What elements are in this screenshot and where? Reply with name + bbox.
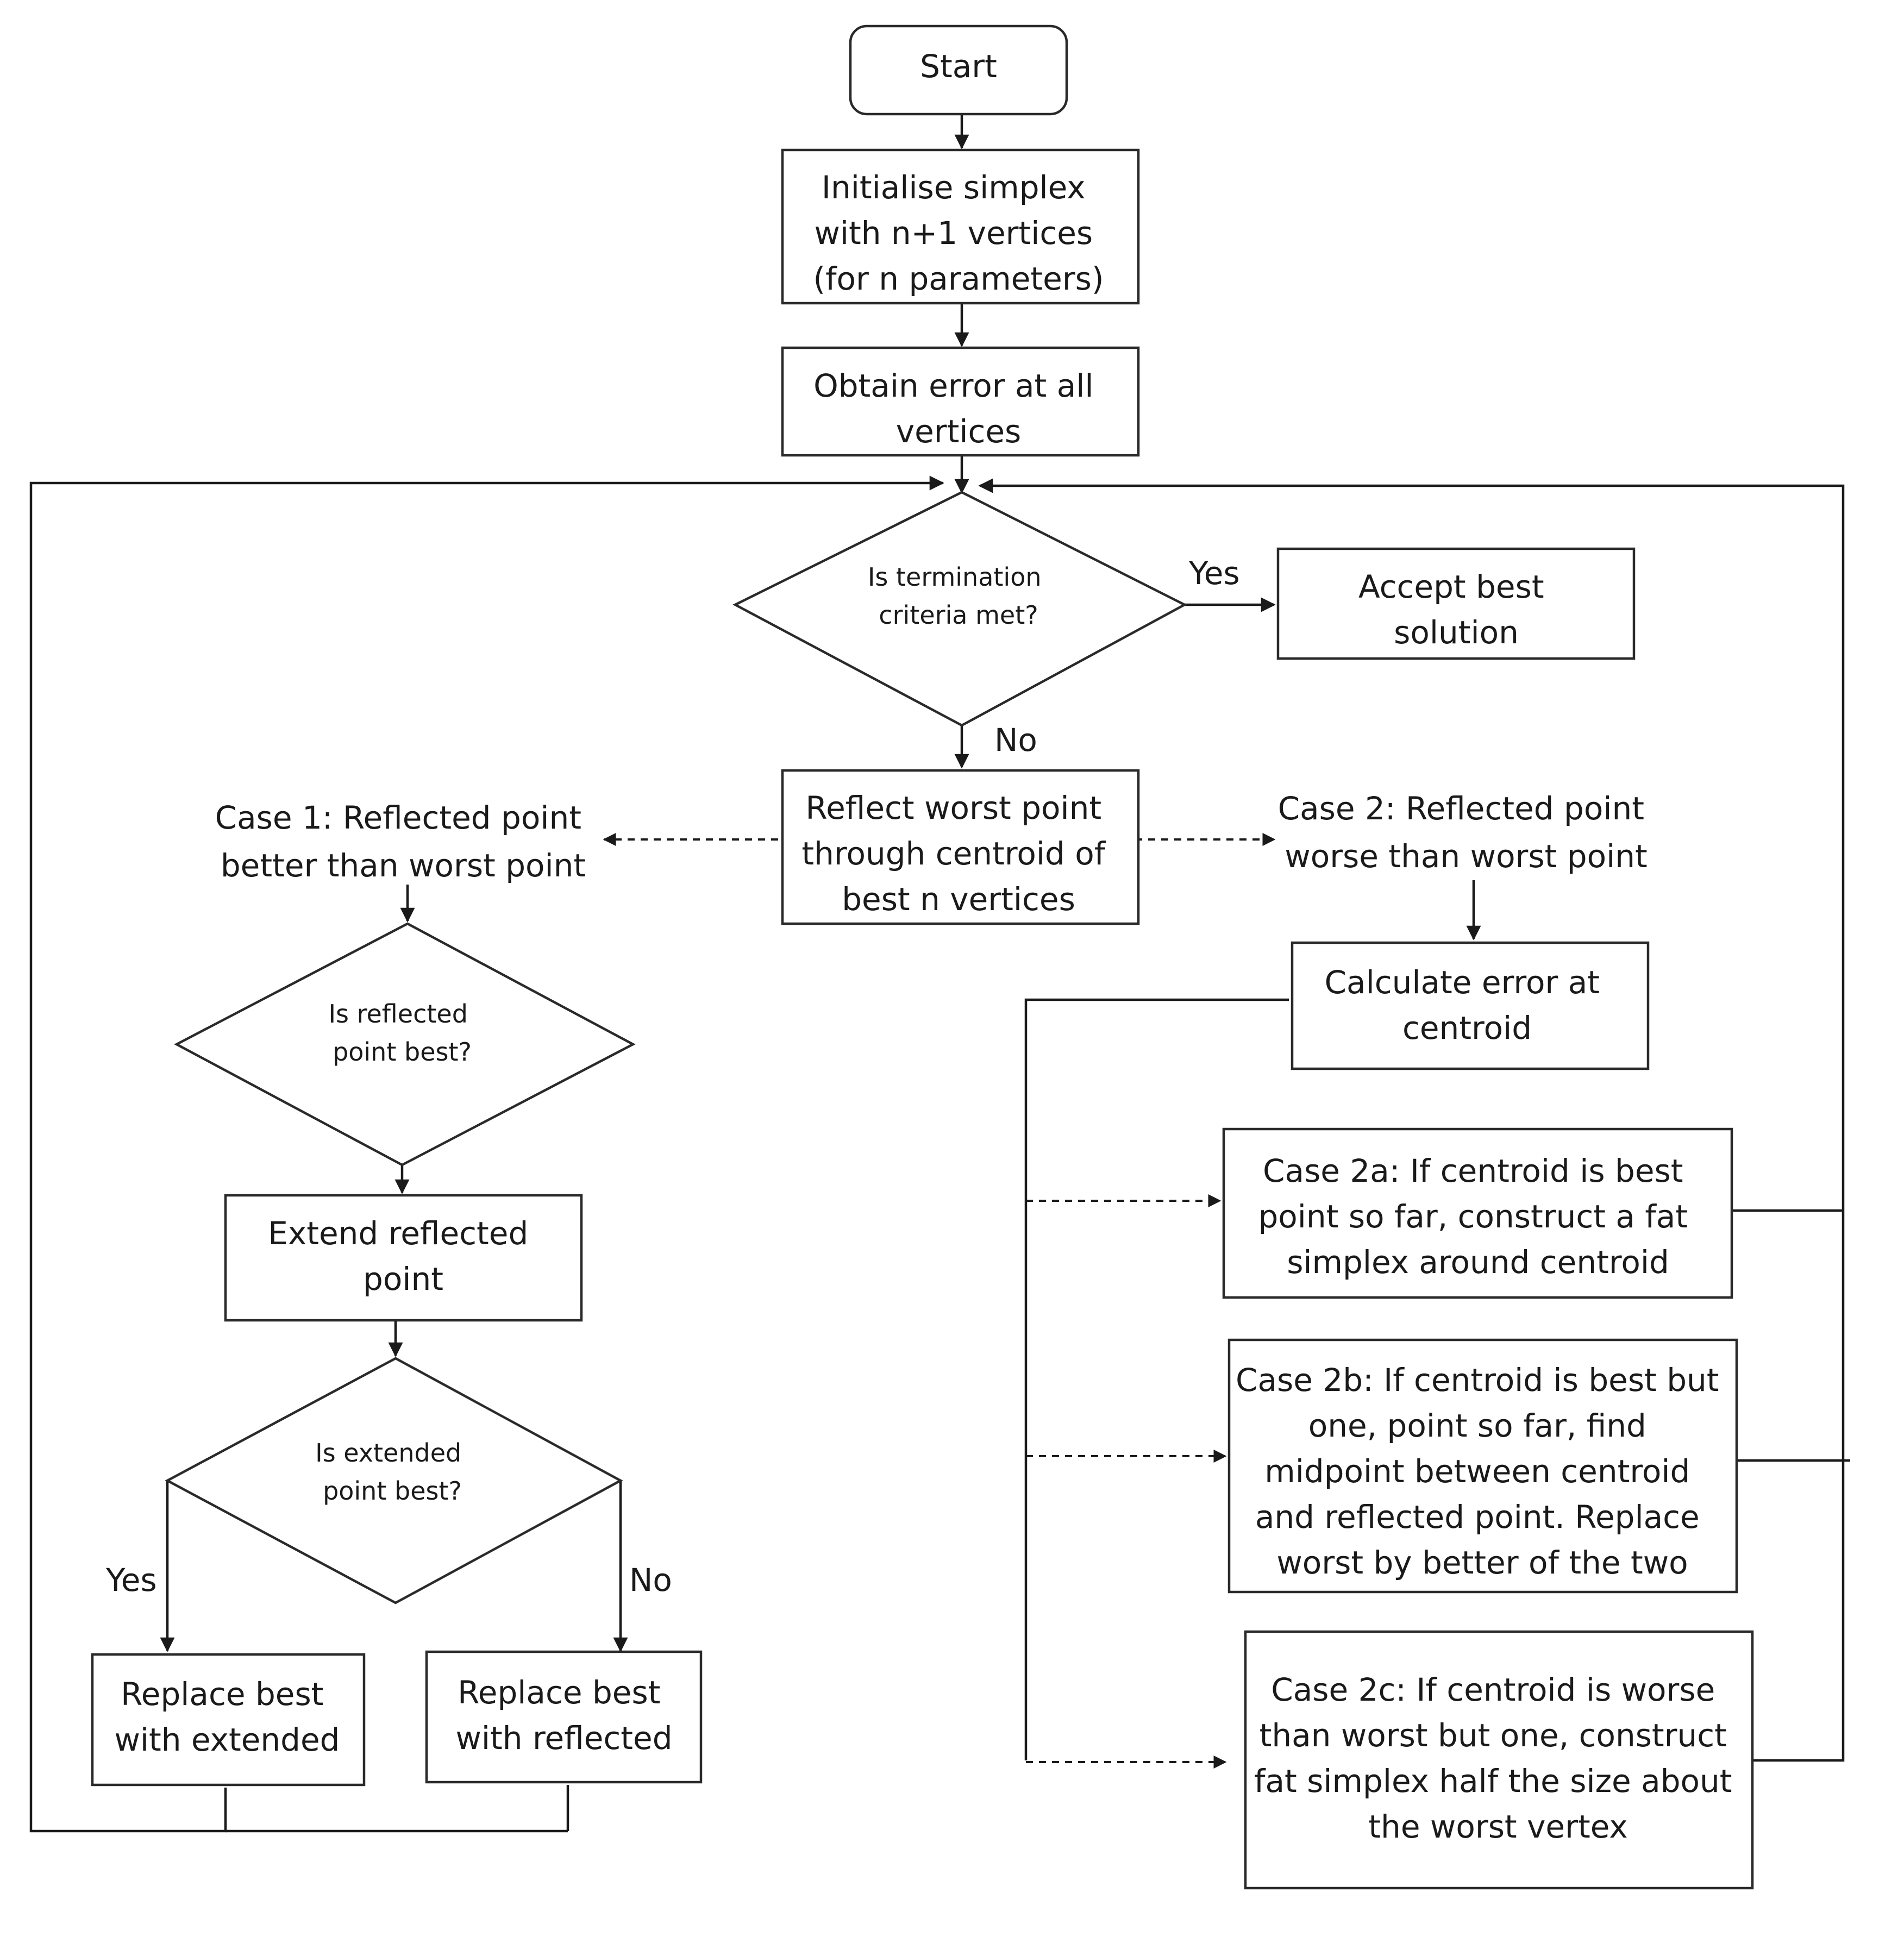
case2a-node: Case 2a: If centroid is best point so fa… bbox=[1222, 1127, 1733, 1299]
yes-label-extended: Yes bbox=[105, 1562, 157, 1599]
calc-line-2: centroid bbox=[1402, 1010, 1532, 1046]
svg-text:Is reflected point best?: Is reflected point best? bbox=[328, 999, 475, 1067]
terminate-diamond: Is termination criteria met? bbox=[732, 491, 1187, 727]
case1-label: Case 1: Reflected point better than wors… bbox=[215, 799, 592, 884]
calc-node: Calculate error at centroid bbox=[1291, 941, 1650, 1070]
replace-reflected-node: Replace best with reflected bbox=[425, 1650, 703, 1784]
calc-line-1: Calculate error at bbox=[1325, 964, 1600, 1001]
svg-text:Obtain error at all vert: Obtain error at all vertices bbox=[813, 367, 1104, 450]
svg-text:Replace best with extend: Replace best with extended bbox=[115, 1676, 340, 1758]
case2a-line-2: point so far, construct a fat bbox=[1258, 1198, 1688, 1235]
case1-line-2: better than worst point bbox=[221, 847, 586, 884]
case1-line-1: Case 1: Reflected point bbox=[215, 799, 581, 836]
svg-text:Case 1: Reflected point: Case 1: Reflected point better than wors… bbox=[215, 799, 592, 884]
extended-best-diamond: Is extended point best? bbox=[165, 1357, 623, 1604]
init-line-2: with n+1 vertices bbox=[814, 215, 1093, 252]
case2a-line-3: simplex around centroid bbox=[1287, 1244, 1669, 1281]
reflected-best-line-1: Is reflected bbox=[328, 999, 467, 1029]
accept-line-2: solution bbox=[1394, 614, 1519, 651]
init-line-3: (for n parameters) bbox=[813, 260, 1104, 297]
yes-label-terminate: Yes bbox=[1188, 555, 1240, 592]
reflect-line-3: best n vertices bbox=[842, 881, 1075, 918]
case2c-line-1: Case 2c: If centroid is worse bbox=[1271, 1671, 1715, 1708]
case2c-line-4: the worst vertex bbox=[1368, 1808, 1627, 1845]
replace-extended-node: Replace best with extended bbox=[91, 1653, 366, 1786]
svg-text:Replace best with reflec: Replace best with reflected bbox=[455, 1674, 672, 1757]
reflected-best-diamond: Is reflected point best? bbox=[174, 922, 636, 1167]
replace-ref-line-2: with reflected bbox=[455, 1720, 672, 1757]
extend-line-2: point bbox=[363, 1261, 443, 1297]
svg-text:Calculate error at centr: Calculate error at centroid bbox=[1325, 964, 1610, 1046]
terminate-line-1: Is termination bbox=[868, 562, 1042, 592]
extended-best-line-1: Is extended bbox=[315, 1438, 461, 1468]
case2a-line-1: Case 2a: If centroid is best bbox=[1263, 1152, 1683, 1189]
replace-ref-line-1: Replace best bbox=[458, 1674, 660, 1711]
case2b-line-2: one, point so far, find bbox=[1308, 1407, 1646, 1444]
obtain-line-1: Obtain error at all bbox=[813, 367, 1093, 404]
connectors bbox=[29, 115, 1850, 1833]
replace-ext-line-2: with extended bbox=[115, 1721, 340, 1758]
edge-loop-left bbox=[29, 475, 944, 1833]
case2b-line-3: midpoint between centroid bbox=[1264, 1453, 1690, 1490]
no-label-extended: No bbox=[629, 1562, 672, 1599]
accept-line-1: Accept best bbox=[1358, 568, 1544, 605]
extend-line-1: Extend reflected bbox=[268, 1215, 528, 1252]
accept-node: Accept best solution bbox=[1276, 547, 1636, 660]
case2-line-2: worse than worst point bbox=[1285, 838, 1647, 875]
case2-label: Case 2: Reflected point worse than worst… bbox=[1278, 790, 1655, 875]
svg-text:Reflect worst point thro: Reflect worst point through centroid of … bbox=[801, 789, 1115, 918]
start-label: Start bbox=[920, 48, 997, 85]
reflected-best-line-2: point best? bbox=[333, 1037, 472, 1067]
svg-text:Case 2b: If centroid is best b: Case 2b: If centroid is best but one, po… bbox=[1236, 1362, 1729, 1581]
reflect-node: Reflect worst point through centroid of … bbox=[781, 769, 1140, 925]
svg-text:Case 2a: If centroid is best: Case 2a: If centroid is best point so fa… bbox=[1258, 1152, 1698, 1281]
reflect-line-1: Reflect worst point bbox=[805, 789, 1101, 826]
svg-text:Accept best solution: Accept best solution bbox=[1358, 568, 1554, 651]
extended-best-line-2: point best? bbox=[323, 1476, 462, 1506]
case2b-line-4: and reflected point. Replace bbox=[1255, 1499, 1700, 1535]
extend-node: Extend reflected point bbox=[224, 1194, 583, 1322]
start-node: Start bbox=[849, 24, 1068, 116]
no-label-terminate: No bbox=[994, 722, 1037, 758]
terminate-line-2: criteria met? bbox=[879, 600, 1038, 630]
replace-ext-line-1: Replace best bbox=[121, 1676, 323, 1713]
case2-line-1: Case 2: Reflected point bbox=[1278, 790, 1644, 827]
reflect-line-2: through centroid of bbox=[801, 835, 1106, 872]
case2b-line-1: Case 2b: If centroid is best but bbox=[1236, 1362, 1719, 1399]
edge-loop-right bbox=[978, 478, 1845, 1762]
case2c-line-2: than worst but one, construct bbox=[1260, 1717, 1727, 1754]
case2b-node: Case 2b: If centroid is best but one, po… bbox=[1227, 1338, 1738, 1594]
svg-text:Is termination criteria: Is termination criteria met? bbox=[868, 562, 1049, 630]
svg-text:Case 2c: If centroid is worse: Case 2c: If centroid is worse than worst… bbox=[1254, 1671, 1742, 1845]
case2c-line-3: fat simplex half the size about bbox=[1254, 1763, 1732, 1800]
obtain-line-2: vertices bbox=[896, 413, 1022, 450]
case2c-node: Case 2c: If centroid is worse than worst… bbox=[1244, 1630, 1754, 1890]
svg-text:Is extended point best?: Is extended point best? bbox=[315, 1438, 469, 1506]
init-line-1: Initialise simplex bbox=[822, 169, 1086, 206]
svg-text:Case 2: Reflected point: Case 2: Reflected point worse than worst… bbox=[1278, 790, 1655, 875]
edge-calc-trunk bbox=[1024, 998, 1289, 1760]
svg-text:Extend reflected point: Extend reflected point bbox=[268, 1215, 538, 1297]
obtain-node: Obtain error at all vertices bbox=[781, 346, 1140, 457]
init-node: Initialise simplex with n+1 vertices (fo… bbox=[781, 148, 1140, 305]
svg-text:Initialise simplex with: Initialise simplex with n+1 vertices (fo… bbox=[813, 169, 1104, 297]
case2b-line-5: worst by better of the two bbox=[1276, 1544, 1688, 1581]
